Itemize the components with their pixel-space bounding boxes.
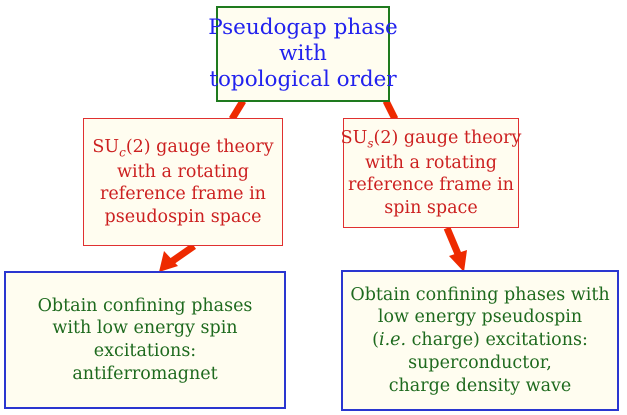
suc2-title-suffix: (2) gauge theory	[125, 136, 274, 157]
connector-top-to-left	[229, 99, 246, 121]
suc2-line-3: pseudospin space	[104, 206, 262, 227]
sus2-title-suffix: (2) gauge theory	[373, 127, 522, 148]
left-outcome-line-3: excitations:	[93, 341, 197, 361]
left-outcome-line-4: antiferromagnet	[72, 363, 218, 384]
sus2-line-2: reference frame in	[348, 175, 514, 196]
arrow-left-head	[159, 251, 178, 272]
left-outcome-line-2: with low energy spin	[52, 318, 238, 339]
top-box-line-3: topological order	[209, 67, 397, 93]
sus2-gauge-theory-box: SUs(2) gauge theory with a rotating refe…	[341, 118, 522, 228]
arrow-right-shaft	[443, 226, 462, 256]
sus2-title-subscript: s	[367, 136, 374, 151]
suc2-line-1: with a rotating	[117, 161, 249, 182]
connector-top-to-right	[382, 99, 399, 121]
right-outcome-line-3-rest: charge) excitations:	[406, 330, 588, 351]
ie-abbreviation: i.e.	[378, 330, 407, 351]
arrow-left-shaft	[169, 243, 196, 265]
suc2-title-subscript: c	[119, 145, 126, 160]
sus2-title: SUs(2) gauge theory	[341, 127, 522, 152]
suc2-line-2: reference frame in	[100, 184, 266, 205]
right-outcome-line-5: charge density wave	[388, 375, 572, 396]
right-outcome-line-3: (i.e. charge) excitations:	[372, 330, 588, 351]
left-outcome-line-1: Obtain confining phases	[37, 295, 253, 316]
sus2-title-prefix: SU	[340, 127, 368, 148]
suc2-gauge-theory-box: SUc(2) gauge theory with a rotating refe…	[83, 118, 283, 246]
sus2-line-1: with a rotating	[365, 152, 497, 173]
top-box-line-1: Pseudogap phase	[208, 14, 398, 40]
top-box-line-2: with	[279, 40, 327, 66]
right-outcome-line-2: low energy pseudospin	[377, 307, 583, 328]
suc2-title: SUc(2) gauge theory	[92, 136, 273, 161]
arrow-right-head	[449, 250, 467, 272]
suc2-title-prefix: SU	[92, 136, 120, 157]
right-outcome-line-4: superconductor,	[408, 352, 552, 373]
right-outcome-line-1: Obtain confining phases with	[350, 284, 610, 305]
sus2-line-3: spin space	[384, 197, 478, 218]
antiferromagnet-outcome-box: Obtain confining phases with low energy …	[4, 271, 286, 409]
superconductor-outcome-box: Obtain confining phases with low energy …	[341, 270, 619, 411]
pseudogap-phase-box: Pseudogap phase with topological order	[208, 6, 398, 102]
